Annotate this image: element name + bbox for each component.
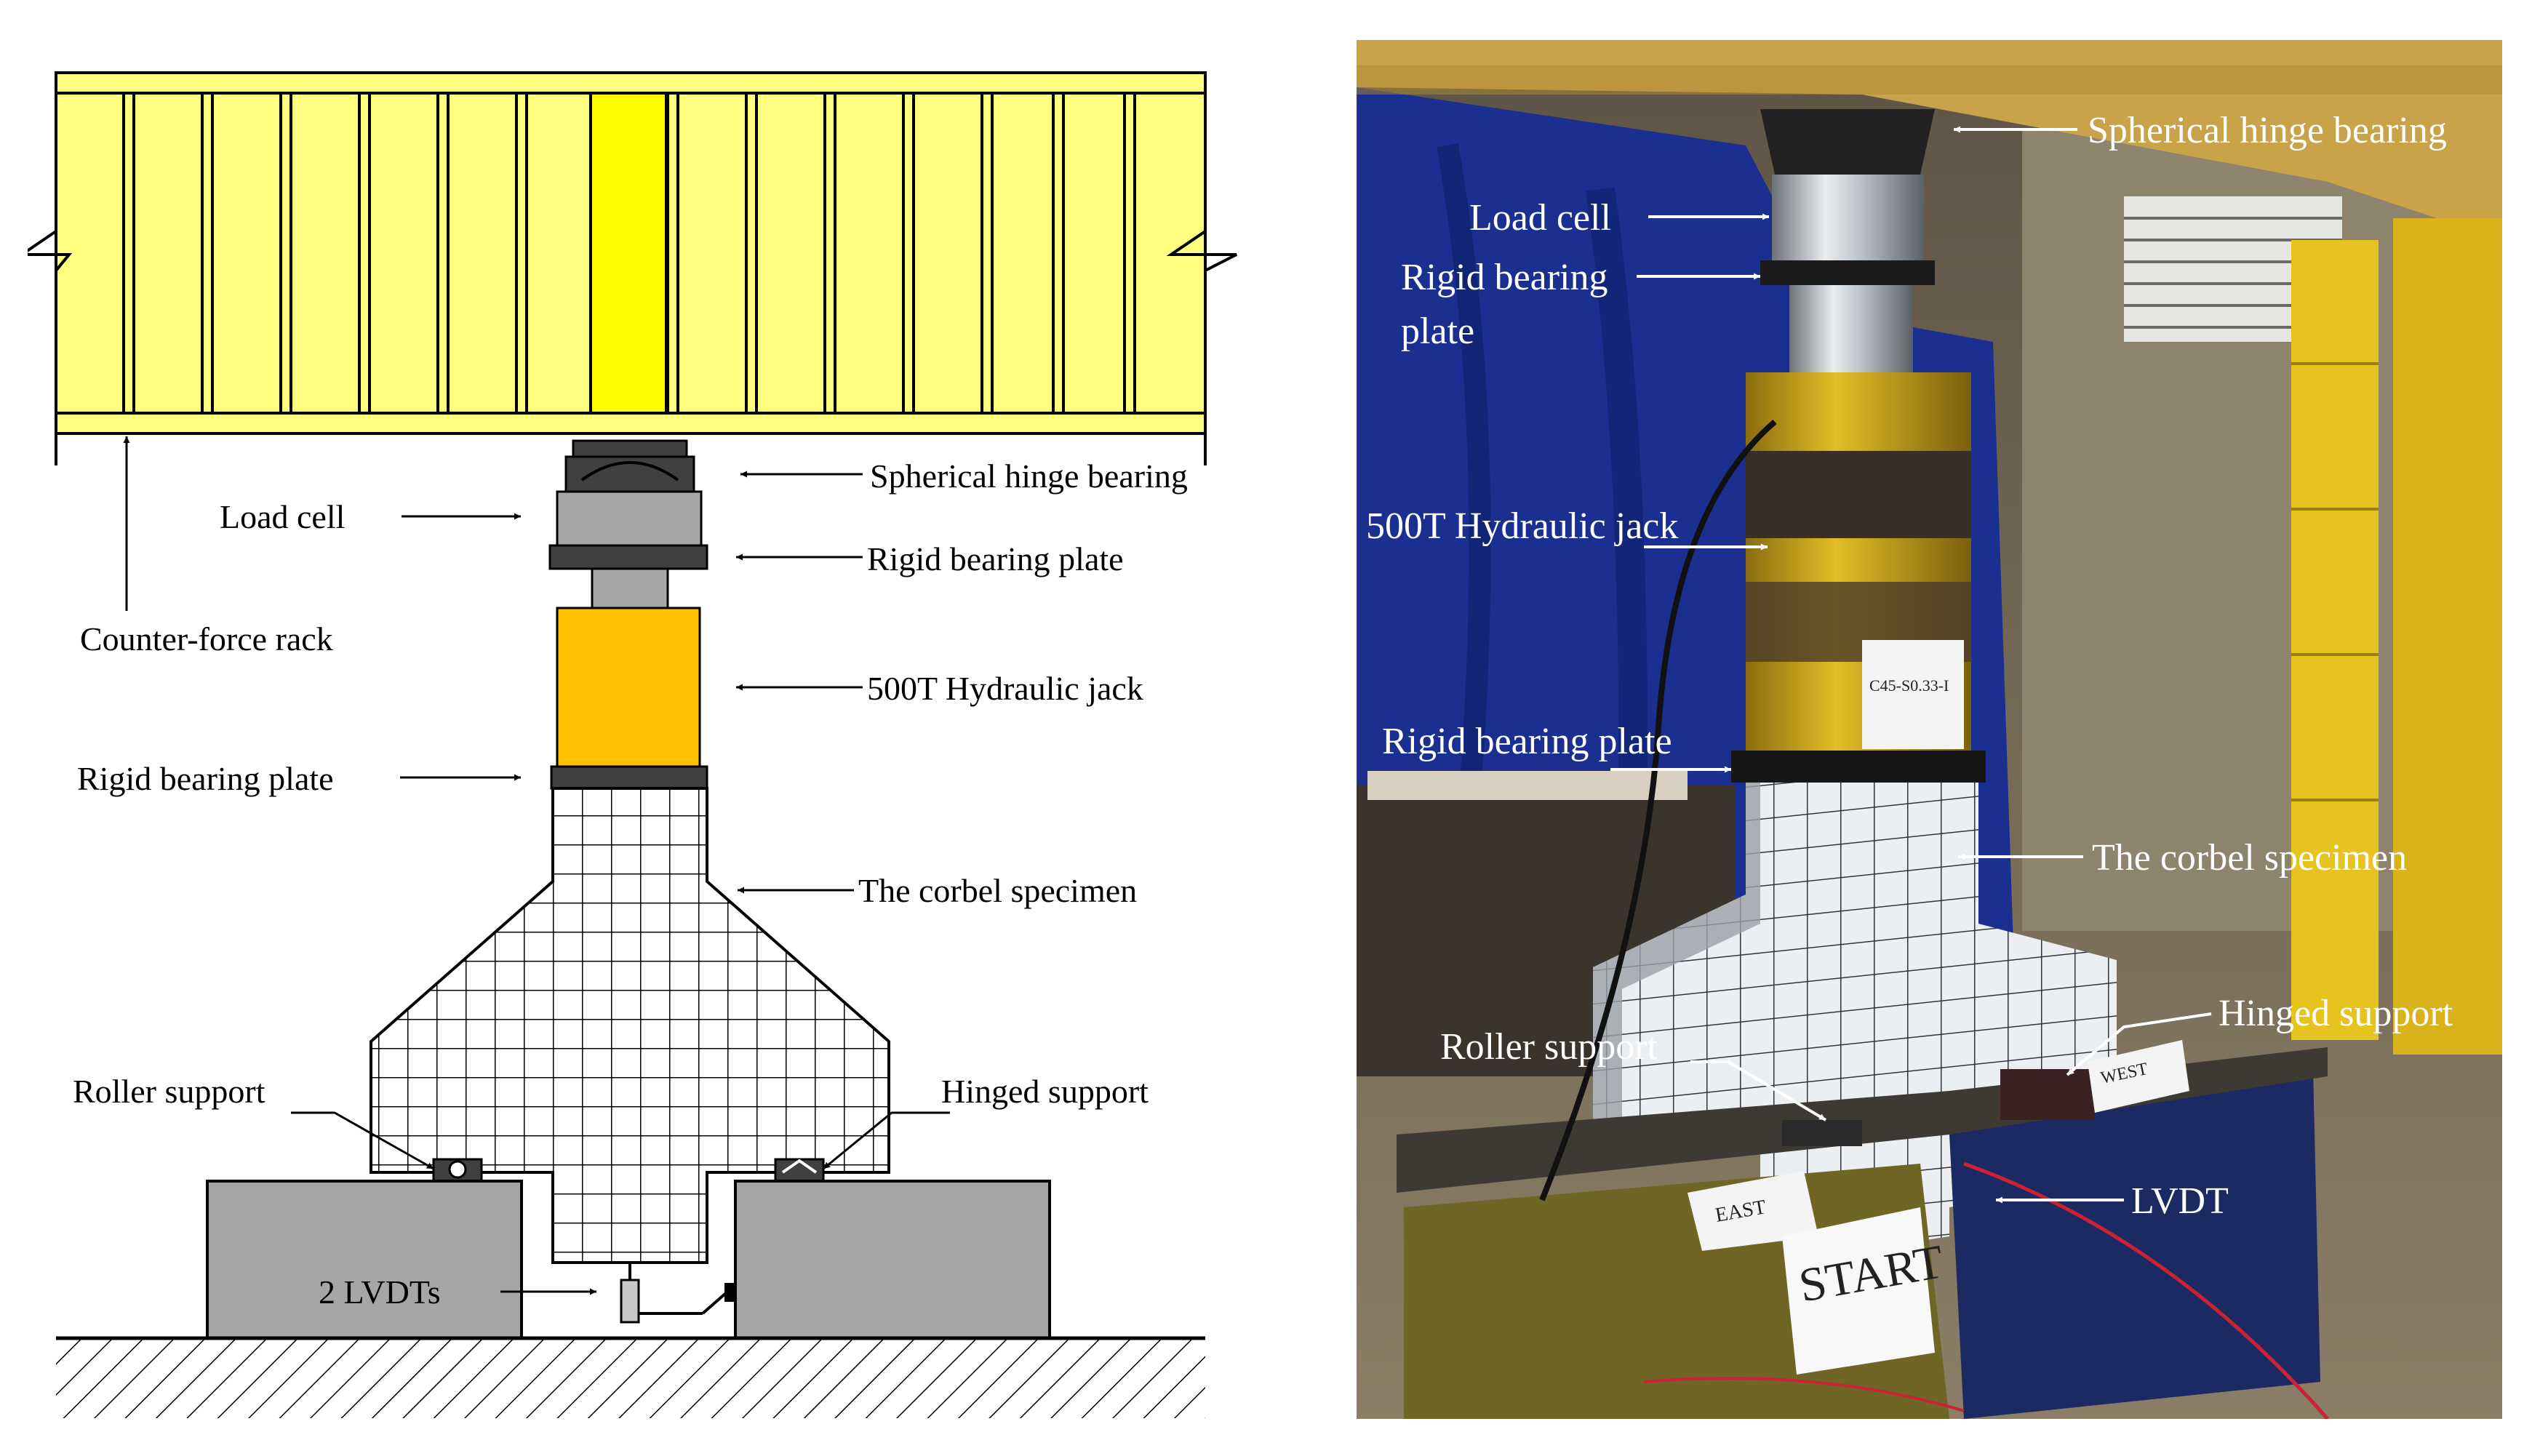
photo-label-rigid-bearing-plate-top-line2: plate xyxy=(1401,311,1474,352)
label-hydraulic-jack: 500T Hydraulic jack xyxy=(867,670,1143,707)
photo-label-load-cell: Load cell xyxy=(1469,197,1611,239)
photo-rigid-plate-top xyxy=(1760,260,1935,285)
photo-load-cell xyxy=(1772,175,1925,260)
rigid-bearing-plate-bottom xyxy=(550,765,708,790)
support-block-left xyxy=(206,1180,523,1340)
lvdt-sensors xyxy=(620,1263,736,1324)
label-rigid-bearing-plate-bottom: Rigid bearing plate xyxy=(77,760,334,797)
photo-label-rigid-bearing-plate-top-line1: Rigid bearing xyxy=(1401,257,1608,298)
support-block-right xyxy=(734,1180,1051,1340)
label-load-cell: Load cell xyxy=(220,498,345,535)
photo-support-right xyxy=(1949,1069,2320,1419)
spherical-hinge-bearing xyxy=(564,439,695,493)
specimen-tag-text: C45-S0.33-I xyxy=(1869,676,1949,695)
ground xyxy=(56,1338,1205,1418)
load-cell xyxy=(556,490,703,547)
photo-label-roller-support: Roller support xyxy=(1440,1026,1658,1068)
hinged-support xyxy=(774,1158,825,1183)
sign-east: EAST xyxy=(1688,1171,1818,1251)
photo-label-lvdt: LVDT xyxy=(2131,1180,2229,1222)
corbel-specimen xyxy=(370,787,890,1264)
label-corbel-specimen: The corbel specimen xyxy=(858,872,1137,909)
label-hinged-support: Hinged support xyxy=(941,1073,1149,1110)
roller-support xyxy=(432,1158,483,1183)
counter-force-rack xyxy=(15,71,1237,465)
photo-label-rigid-bearing-plate-bottom: Rigid bearing plate xyxy=(1382,721,1672,762)
label-lvdts: 2 LVDTs xyxy=(319,1273,441,1311)
photo-label-hydraulic-jack: 500T Hydraulic jack xyxy=(1366,505,1678,547)
sign-start: START xyxy=(1782,1207,1947,1375)
photo-roller xyxy=(1782,1120,1862,1146)
label-roller-support: Roller support xyxy=(73,1073,265,1110)
photo-panel: C45-S0.33-I WEST EAST START xyxy=(1357,40,2502,1419)
label-counter-force-rack: Counter-force rack xyxy=(80,620,333,657)
schematic-panel: Counter-force rack Spherical hinge beari… xyxy=(15,71,1237,1418)
photo-rigid-plate-bottom xyxy=(1731,751,1986,783)
photo-hinge xyxy=(2000,1069,2095,1120)
beam-web-highlight xyxy=(589,92,668,415)
photo-label-corbel-specimen: The corbel specimen xyxy=(2092,837,2407,879)
specimen-tag xyxy=(1862,640,1964,749)
hydraulic-jack xyxy=(556,607,701,768)
photo-spherical-hinge xyxy=(1760,109,1935,175)
jack-ram xyxy=(591,567,669,609)
label-spherical-hinge-bearing: Spherical hinge bearing xyxy=(870,457,1188,495)
sign-west: WEST xyxy=(2088,1040,2189,1113)
rigid-bearing-plate-top xyxy=(548,544,708,570)
photo-label-spherical-hinge-bearing: Spherical hinge bearing xyxy=(2088,110,2447,151)
label-rigid-bearing-plate-top: Rigid bearing plate xyxy=(867,540,1124,577)
frame-column xyxy=(2291,240,2379,1040)
photo-label-hinged-support: Hinged support xyxy=(2219,993,2453,1034)
